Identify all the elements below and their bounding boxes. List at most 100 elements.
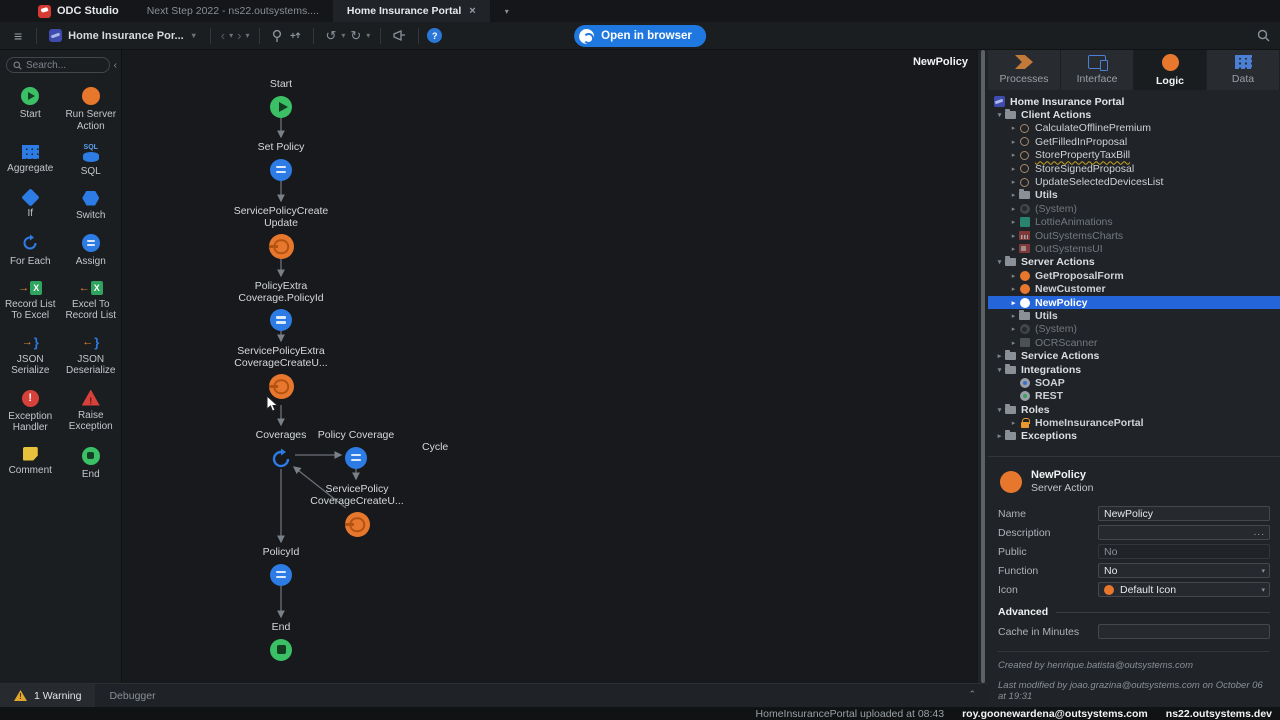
add-element-icon[interactable]: + [286,29,305,42]
tool-switch[interactable]: Switch [61,190,122,222]
tool-start[interactable]: Start [0,87,61,132]
chevron-collapsed-icon[interactable]: ▸ [1011,179,1016,187]
chevron-collapsed-icon[interactable]: ▸ [997,433,1002,441]
tree-item-newcustomer[interactable]: ▸NewCustomer [988,282,1280,295]
tab-interface[interactable]: Interface [1061,50,1134,90]
tree-item-service-actions[interactable]: ▸Service Actions [988,349,1280,362]
tool-raise-exception[interactable]: !Raise Exception [61,389,122,434]
chevron-collapsed-icon[interactable]: ▸ [1011,420,1016,428]
name-field[interactable]: NewPolicy [1098,506,1270,521]
node-policyid[interactable]: PolicyId [231,546,331,586]
tree-item-calculateofflinepremium[interactable]: ▸CalculateOfflinePremium [988,122,1280,135]
tab-next-step[interactable]: Next Step 2022 - ns22.outsystems.... [146,5,319,17]
feedback-megaphone-icon[interactable] [389,29,410,42]
chevron-collapsed-icon[interactable]: ▸ [1011,326,1016,334]
tree-item-system-client[interactable]: ▸(System) [988,202,1280,215]
tree-item-lottieanimations[interactable]: ▸LottieAnimations [988,216,1280,229]
warnings-tab[interactable]: ! 1 Warning [0,684,96,707]
back-history-dropdown[interactable]: ▾ [229,31,234,40]
canvas-scrollbar[interactable] [978,50,988,683]
node-policyextra-coveragepolicyid[interactable]: PolicyExtra Coverage.PolicyId [231,280,331,331]
open-in-browser-button[interactable]: Open in browser [574,25,706,47]
redo-history-dropdown[interactable]: ▾ [366,31,371,40]
tool-for-each[interactable]: For Each [0,234,61,268]
chevron-collapsed-icon[interactable]: ▸ [997,353,1002,361]
chevron-collapsed-icon[interactable]: ▸ [1011,245,1016,253]
tree-item-server-actions[interactable]: ▾Server Actions [988,256,1280,269]
tree-item-soap[interactable]: SOAP [988,376,1280,389]
description-field[interactable]: ... [1098,525,1270,540]
tab-processes[interactable]: Processes [988,50,1061,90]
chevron-collapsed-icon[interactable]: ▸ [1011,138,1016,146]
tree-item-rest[interactable]: REST [988,390,1280,403]
chevron-collapsed-icon[interactable]: ▸ [1011,165,1016,173]
chevron-collapsed-icon[interactable]: ▸ [1011,192,1016,200]
tree-item-homeinsuranceportal-role[interactable]: ▸HomeInsurancePortal [988,416,1280,429]
tree-item-utils-client[interactable]: ▸Utils [988,189,1280,202]
tree-item-storepropertytaxbill[interactable]: ▸StorePropertyTaxBill [988,149,1280,162]
chevron-expanded-icon[interactable]: ▾ [997,366,1002,374]
global-search-icon[interactable] [1257,29,1270,45]
chevron-collapsed-icon[interactable]: ▸ [1011,339,1016,347]
node-set-policy[interactable]: Set Policy [231,141,331,181]
tool-exception-handler[interactable]: !Exception Handler [0,389,61,434]
undo-history-dropdown[interactable]: ▾ [341,31,346,40]
tree-item-utils-server[interactable]: ▸Utils [988,309,1280,322]
chevron-collapsed-icon[interactable]: ▸ [1011,299,1016,307]
tab-logic[interactable]: Logic [1134,50,1207,90]
tool-run-server-action[interactable]: Run Server Action [61,87,122,132]
tree-item-app[interactable]: Home Insurance Portal [988,95,1280,108]
back-button[interactable]: ‹ [220,28,226,43]
tree-item-storesignedproposal[interactable]: ▸StoreSignedProposal [988,162,1280,175]
node-servicepolicyextracoveragecreate[interactable]: ServicePolicyExtra CoverageCreateU... [226,345,336,399]
chevron-expanded-icon[interactable]: ▾ [997,259,1002,267]
help-icon[interactable]: ? [427,28,443,43]
cache-field[interactable] [1098,624,1270,639]
undo-icon[interactable]: ↺ [325,27,337,43]
node-end[interactable]: End [231,621,331,661]
tool-json-deserialize[interactable]: ←}JSON Deserialize [66,334,116,377]
flow-canvas[interactable]: NewPolicy Start Set Policy ServicePolicy… [122,50,978,683]
node-policy-coverage[interactable]: Policy Coverage [306,429,406,469]
tree-item-updateselecteddeviceslist[interactable]: ▸UpdateSelectedDevicesList [988,175,1280,188]
tree-item-newpolicy[interactable]: ▸NewPolicy [988,295,1280,310]
tool-json-serialize[interactable]: →}JSON Serialize [11,334,50,377]
description-more-button[interactable]: ... [1253,527,1265,538]
chevron-collapsed-icon[interactable]: ▸ [1011,232,1016,240]
tab-data[interactable]: Data [1207,50,1280,90]
tab-list-dropdown[interactable]: ▾ [504,6,509,16]
tree-item-ocrscanner[interactable]: ▸OCRScanner [988,336,1280,349]
function-dropdown[interactable]: No▾ [1098,563,1270,578]
tree-item-system-server[interactable]: ▸(System) [988,323,1280,336]
chevron-collapsed-icon[interactable]: ▸ [1011,219,1016,227]
chevron-collapsed-icon[interactable]: ▸ [1011,272,1016,280]
select-tool-icon[interactable] [268,29,286,43]
chevron-collapsed-icon[interactable]: ▸ [1011,125,1016,133]
tool-end[interactable]: End [61,446,122,481]
collapse-toolbox-icon[interactable]: ‹ [113,59,117,71]
forward-button[interactable]: › [237,28,242,43]
scrollbar-thumb[interactable] [981,50,985,683]
chevron-collapsed-icon[interactable]: ▸ [1011,286,1016,294]
node-servicepolicycreateupdate[interactable]: ServicePolicyCreate Update [231,205,331,259]
close-tab-icon[interactable]: × [469,5,476,17]
tree-item-exceptions[interactable]: ▸Exceptions [988,430,1280,443]
chevron-collapsed-icon[interactable]: ▸ [1011,205,1016,213]
tab-home-insurance-portal[interactable]: Home Insurance Portal × [332,0,490,22]
debugger-tab[interactable]: Debugger [109,689,156,702]
tool-if[interactable]: If [0,187,61,222]
tree-item-getfilledinproposal[interactable]: ▸GetFilledInProposal [988,135,1280,148]
node-start[interactable]: Start [231,78,331,118]
collapse-dock-icon[interactable]: ⌃ [968,689,976,699]
redo-icon[interactable]: ↻ [350,27,362,43]
tree-item-roles[interactable]: ▾Roles [988,403,1280,416]
icon-dropdown[interactable]: Default Icon▾ [1098,582,1270,597]
tree-item-client-actions[interactable]: ▾Client Actions [988,108,1280,121]
menu-icon[interactable]: ≡ [14,27,23,44]
tool-comment[interactable]: Comment [0,446,61,481]
tree-item-getproposalform[interactable]: ▸GetProposalForm [988,269,1280,282]
tool-aggregate[interactable]: Aggregate [0,145,61,178]
